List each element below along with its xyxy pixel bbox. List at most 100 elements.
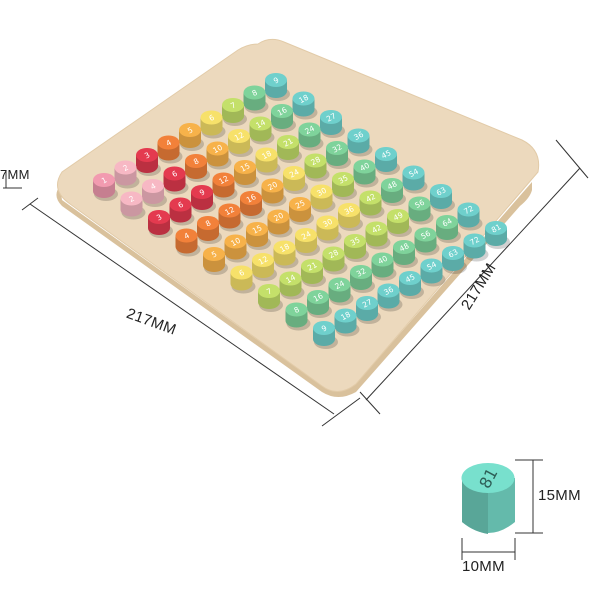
peg-top	[347, 128, 370, 143]
peg: 30	[310, 184, 336, 213]
peg-top	[222, 98, 244, 112]
peg-number: 15	[239, 161, 252, 174]
peg-number: 12	[257, 254, 270, 267]
peg: 6	[230, 265, 256, 294]
peg: 72	[463, 233, 489, 262]
peg: 6	[169, 197, 195, 226]
thickness-label: 7MM	[0, 167, 30, 182]
peg: 8	[243, 85, 269, 114]
peg-number: 9	[198, 187, 207, 197]
peg-top	[350, 265, 372, 279]
peg: 24	[298, 122, 324, 151]
peg: 2	[114, 160, 140, 189]
peg: 48	[381, 178, 406, 206]
peg: 18	[334, 308, 360, 337]
peg-top	[304, 153, 327, 168]
peg-top	[328, 277, 351, 292]
peg: 32	[350, 265, 375, 293]
peg: 21	[277, 135, 302, 163]
peg-number: 35	[349, 235, 362, 248]
peg: 42	[359, 190, 385, 219]
peg-number: 72	[468, 235, 481, 248]
peg-number: 4	[183, 231, 192, 241]
peg: 3	[136, 148, 161, 176]
peg-top	[285, 302, 308, 317]
peg-top	[273, 240, 296, 255]
peg: 12	[252, 253, 277, 281]
peg-number: 6	[177, 200, 186, 210]
peg-number: 42	[370, 223, 383, 236]
peg-top	[301, 259, 323, 273]
peg: 35	[332, 172, 357, 200]
peg-number: 8	[192, 156, 201, 166]
peg-number: 21	[306, 260, 319, 273]
peg-top	[142, 179, 164, 193]
peg: 24	[295, 228, 320, 256]
peg-number: 7	[229, 100, 238, 110]
peg-number: 56	[413, 198, 426, 211]
peg-number: 8	[204, 218, 213, 228]
peg: 15	[234, 160, 259, 188]
peg-top	[359, 190, 382, 205]
peg: 28	[304, 153, 330, 182]
peg-number: 2	[128, 194, 137, 204]
peg-number: 18	[297, 93, 310, 106]
peg-top	[191, 185, 213, 199]
peg: 40	[353, 159, 379, 188]
peg-number: 25	[294, 198, 307, 211]
peg: 28	[322, 246, 348, 275]
peg-top	[228, 129, 250, 143]
peg-top	[283, 166, 305, 180]
peg-number: 14	[254, 118, 267, 131]
peg-number: 35	[337, 173, 350, 186]
peg: 42	[365, 221, 391, 250]
peg-top	[203, 247, 225, 261]
peg-top	[255, 147, 278, 162]
peg-top	[320, 110, 342, 124]
peg: 10	[206, 141, 232, 170]
peg: 3	[148, 210, 173, 238]
peg-top	[212, 172, 235, 187]
peg-number: 2	[122, 163, 131, 173]
peg: 64	[436, 215, 461, 243]
width-dimension-bottom	[359, 391, 381, 415]
peg-height-label: 15MM	[538, 487, 581, 504]
peg-number: 12	[233, 130, 246, 143]
peg: 12	[218, 203, 244, 232]
peg-top	[246, 222, 268, 236]
peg-top	[224, 234, 247, 249]
peg: 21	[301, 259, 326, 287]
peg-number: 27	[361, 297, 374, 310]
sample-peg: 81	[461, 463, 515, 534]
peg-number: 28	[309, 155, 322, 168]
peg: 24	[283, 166, 308, 194]
peg: 6	[200, 110, 226, 139]
peg: 4	[142, 179, 167, 207]
width-dimension-line	[365, 167, 581, 401]
peg-number: 45	[404, 272, 417, 285]
peg-number: 6	[208, 113, 217, 123]
peg-number: 32	[355, 266, 368, 279]
peg-top	[243, 85, 266, 100]
peg-top	[402, 165, 425, 180]
peg-number: 24	[300, 229, 313, 242]
peg-top	[387, 209, 409, 223]
peg-top	[292, 91, 315, 106]
peg-number: 10	[211, 143, 224, 156]
peg-number: 8	[293, 305, 302, 315]
peg: 40	[371, 252, 397, 281]
peg: 63	[430, 184, 455, 212]
peg-number: 9	[320, 323, 329, 333]
peg: 54	[420, 258, 446, 287]
peg: 18	[255, 147, 281, 176]
peg-number: 72	[462, 204, 475, 217]
peg-top	[334, 308, 357, 323]
peg: 4	[157, 135, 183, 164]
peg: 56	[408, 196, 434, 225]
peg-top	[271, 104, 293, 118]
peg-number: 49	[392, 210, 405, 223]
peg: 49	[387, 209, 412, 237]
peg-top	[249, 116, 272, 131]
peg-number: 21	[282, 136, 295, 149]
